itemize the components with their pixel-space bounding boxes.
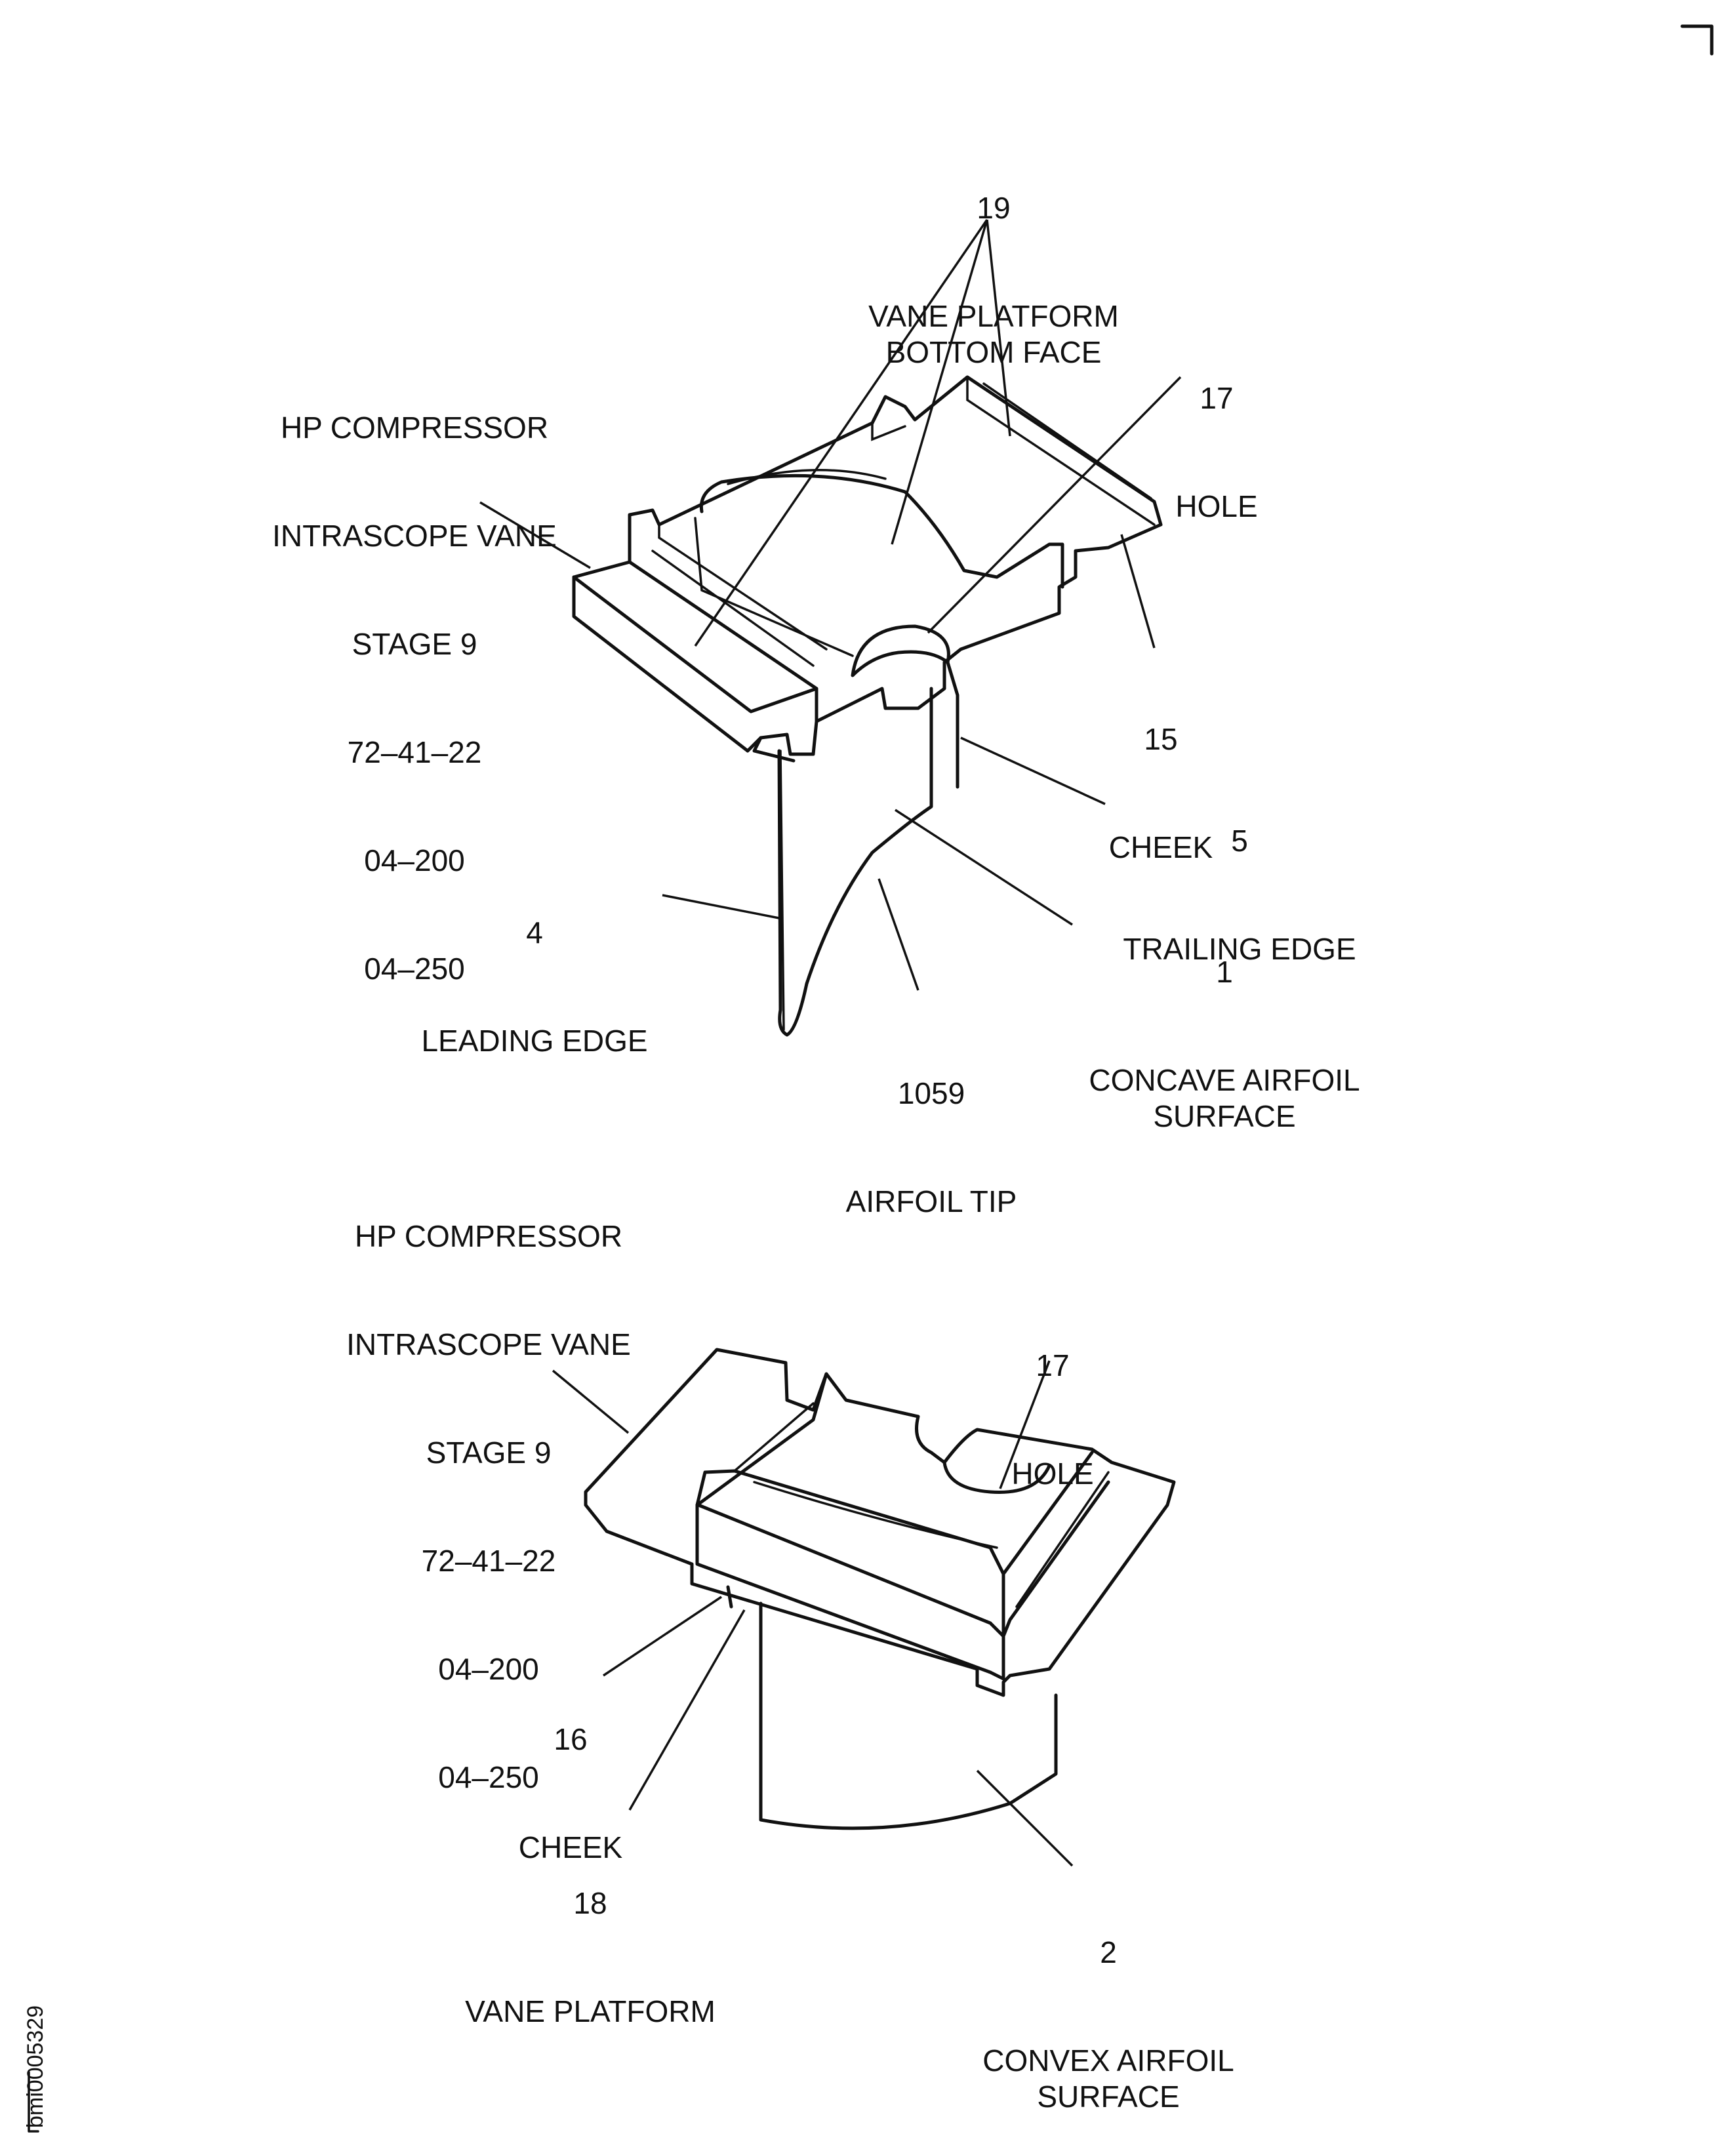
top-leader-lines xyxy=(479,219,1182,991)
part-line-4: 72–41–22 xyxy=(347,735,482,769)
callout-5-number: 5 xyxy=(1231,824,1248,858)
callout-17-bottom-label: 17 HOLE xyxy=(1011,1276,1093,1528)
figure-id: bmi0005329 xyxy=(23,2005,48,2128)
part-line-3: STAGE 9 xyxy=(426,1436,552,1470)
bottom-part-designation: HP COMPRESSOR INTRASCOPE VANE STAGE 9 72… xyxy=(346,1146,631,1832)
figure-id-frame xyxy=(28,2071,39,2133)
callout-15-name: CHEEK xyxy=(1108,830,1213,864)
part-line-5: 04–200 xyxy=(364,843,465,877)
corner-mark xyxy=(1680,24,1714,56)
callout-16-label: 16 CHEEK xyxy=(519,1649,622,1902)
callout-1059-label: 1059 AIRFOIL TIP xyxy=(846,1003,1017,1256)
part-line-1: HP COMPRESSOR xyxy=(354,1219,623,1253)
part-line-2: INTRASCOPE VANE xyxy=(272,519,557,553)
part-line-1: HP COMPRESSOR xyxy=(280,411,549,445)
callout-17-name: HOLE xyxy=(1011,1457,1094,1491)
callout-4-name: LEADING EDGE xyxy=(421,1024,648,1058)
callout-1059-number: 1059 xyxy=(897,1076,965,1110)
callout-18-name: VANE PLATFORM xyxy=(465,1994,716,2028)
callout-18-label: 18 VANE PLATFORM xyxy=(465,1813,716,2066)
bottom-vane-drawing xyxy=(584,1348,1176,1830)
callout-17-top-label: 17 HOLE xyxy=(1175,308,1257,561)
callout-18-number: 18 xyxy=(573,1886,607,1920)
part-line-6: 04–250 xyxy=(438,1760,539,1794)
callout-15-label: 15 CHEEK xyxy=(1109,649,1213,902)
top-vane-drawing xyxy=(572,375,1163,1037)
callout-17-number: 17 xyxy=(1200,381,1234,415)
callout-1-number: 1 xyxy=(1216,955,1233,989)
callout-16-name: CHEEK xyxy=(518,1830,623,1864)
part-line-3: STAGE 9 xyxy=(352,627,477,661)
callout-5-name: TRAILING EDGE xyxy=(1123,932,1356,966)
callout-16-number: 16 xyxy=(554,1722,588,1756)
part-line-4: 72–41–22 xyxy=(421,1544,556,1578)
callout-2-name: CONVEX AIRFOIL SURFACE xyxy=(982,2043,1234,2114)
part-line-2: INTRASCOPE VANE xyxy=(346,1327,631,1361)
callout-5-label: 5 TRAILING EDGE xyxy=(1123,751,1356,1003)
bottom-leader-lines xyxy=(552,1360,1074,1867)
callout-19-number: 19 xyxy=(977,191,1011,225)
callout-17-name: HOLE xyxy=(1175,489,1258,523)
callout-4-number: 4 xyxy=(526,915,543,950)
callout-2-number: 2 xyxy=(1100,1935,1117,1969)
callout-2-label: 2 CONVEX AIRFOIL SURFACE xyxy=(982,1862,1234,2151)
callout-19-label: 19 VANE PLATFORM BOTTOM FACE xyxy=(868,118,1119,407)
callout-4-label: 4 LEADING EDGE xyxy=(421,843,647,1095)
top-part-designation: HP COMPRESSOR INTRASCOPE VANE STAGE 9 72… xyxy=(272,338,557,1023)
callout-1-name: CONCAVE AIRFOIL SURFACE xyxy=(1089,1063,1360,1133)
callout-19-name: VANE PLATFORM BOTTOM FACE xyxy=(868,299,1119,369)
callout-1059-name: AIRFOIL TIP xyxy=(845,1184,1017,1218)
callout-17-number: 17 xyxy=(1036,1348,1070,1382)
part-line-5: 04–200 xyxy=(438,1652,539,1686)
part-line-6: 04–250 xyxy=(364,952,465,986)
callout-15-number: 15 xyxy=(1144,722,1178,756)
callout-1-label: 1 CONCAVE AIRFOIL SURFACE xyxy=(1089,882,1360,1171)
